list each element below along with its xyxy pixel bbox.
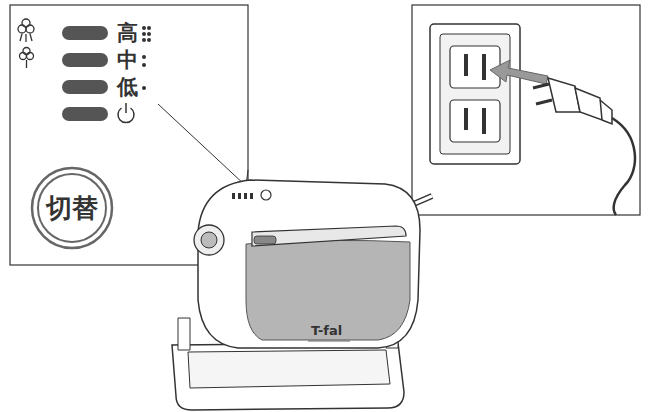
power-icon (118, 103, 134, 123)
power-plug (533, 78, 635, 215)
level-label: 中 (117, 50, 138, 71)
insert-arrow (490, 60, 548, 84)
brand-logo: T-fal (311, 324, 342, 337)
level-label: 高 (117, 23, 138, 44)
callout-panel (10, 5, 248, 265)
level-dots (142, 26, 151, 90)
leader-line (158, 104, 246, 186)
indicator-bar (62, 26, 108, 121)
switch-button: 切替 (37, 173, 107, 243)
small-print (308, 341, 350, 342)
button-ring (32, 168, 112, 248)
wall-outlet (430, 24, 520, 164)
button-label: 切替 (46, 195, 98, 221)
inset-panel (412, 5, 640, 215)
steam-icon (20, 48, 34, 69)
level-label: 低 (117, 77, 138, 98)
steam-icon (18, 19, 34, 42)
iron-body (194, 180, 420, 348)
